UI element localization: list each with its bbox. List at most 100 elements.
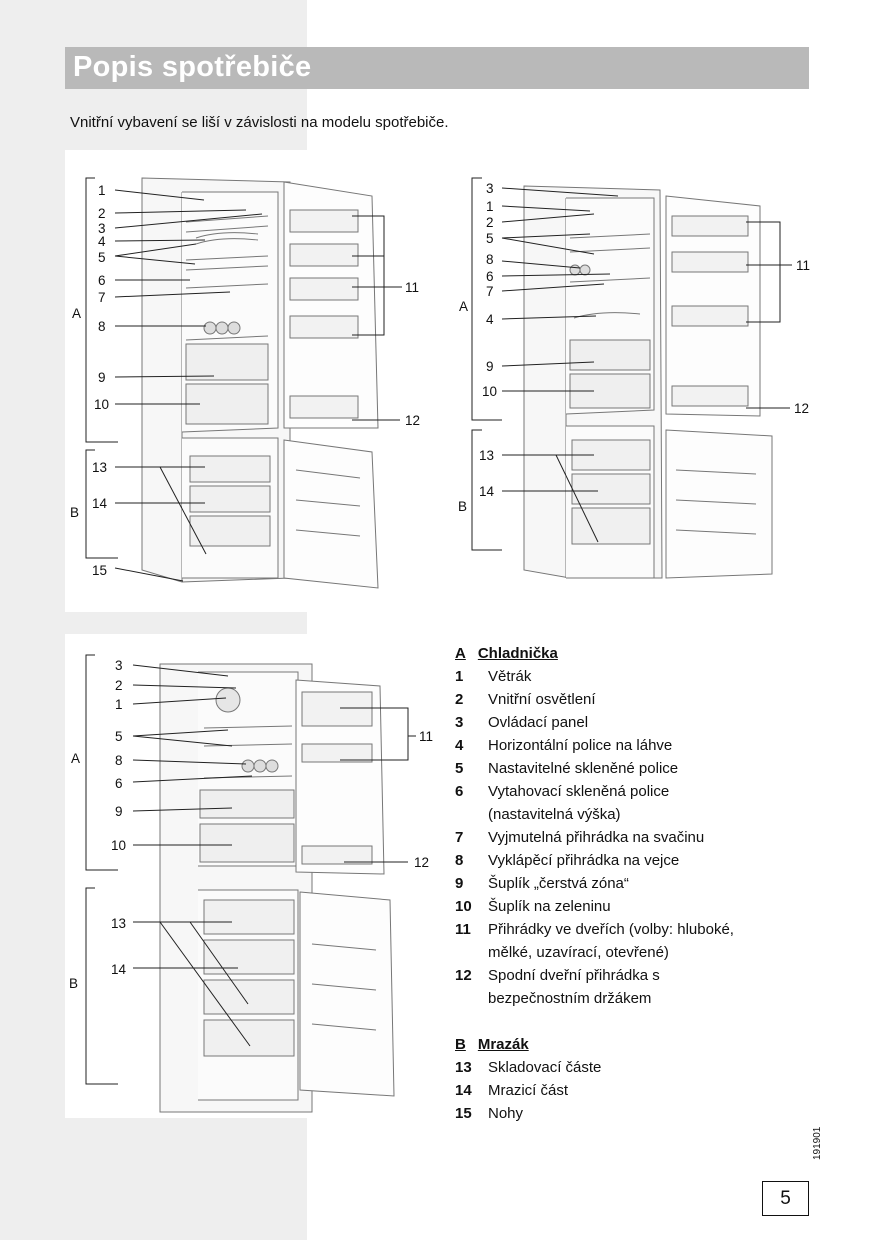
fridge-figure-2: [523, 185, 773, 579]
fig1-section-a: A: [72, 306, 81, 321]
legend-item-text: Větrák: [488, 665, 785, 688]
legend-item-line: Vytahovací skleněná police: [488, 783, 670, 800]
legend-item: 8 Vyklápěcí přihrádka na vejce: [455, 849, 785, 872]
fig2-label-2: 2: [486, 215, 494, 230]
legend-item-text: Nohy: [488, 1102, 785, 1125]
fig3-label-2: 2: [115, 678, 123, 693]
legend-item: 1 Větrák: [455, 665, 785, 688]
legend-item-text: Vyklápěcí přihrádka na vejce: [488, 849, 785, 872]
legend-item-number: 14: [455, 1082, 472, 1099]
legend-item-line: Nohy: [488, 1105, 524, 1122]
fig2-label-3: 3: [486, 181, 494, 196]
legend-item-number: 4: [455, 737, 464, 754]
fig3-label-8: 8: [115, 753, 123, 768]
fig2-label-1: 1: [486, 199, 494, 214]
legend-item-text: Vytahovací skleněná police (nastavitelná …: [488, 780, 785, 826]
legend-section-b-title: Mrazák: [477, 1036, 529, 1053]
legend-item: 15 Nohy: [455, 1102, 785, 1125]
fig2-label-4: 4: [486, 312, 494, 327]
legend-item: 3 Ovládací panel: [455, 711, 785, 734]
fig2-label-13: 13: [479, 448, 494, 463]
fig2-label-9: 9: [486, 359, 494, 374]
fig1-label-13: 13: [92, 460, 107, 475]
fig1-label-10: 10: [94, 397, 109, 412]
legend-item-number: 7: [455, 829, 464, 846]
legend-item-number: 13: [455, 1059, 472, 1076]
legend-item-number: 1: [455, 668, 464, 685]
legend-item-text: Ovládací panel: [488, 711, 785, 734]
legend-item-text: Vnitřní osvětlení: [488, 688, 785, 711]
legend-item-line: Větrák: [488, 668, 532, 685]
legend-item-text: Přihrádky ve dveřích (volby: hluboké, měl…: [488, 918, 785, 964]
fig3-label-5: 5: [115, 729, 123, 744]
legend-item-line-cont: bezpečnostním držákem: [488, 990, 652, 1007]
legend-item-text: Mrazicí část: [488, 1079, 785, 1102]
fridge-figure-1: [141, 177, 379, 589]
legend-item-number: 12: [455, 967, 472, 984]
legend-item: 2 Vnitřní osvětlení: [455, 688, 785, 711]
legend-item-line: Šuplík „čerstvá zóna“: [488, 875, 629, 892]
fig3-section-a: A: [71, 751, 80, 766]
legend-item-text: Spodní dveřní přihrádka s bezpečnostním d…: [488, 964, 785, 1010]
leader-lines: [85, 177, 792, 1085]
fig3-label-10: 10: [111, 838, 126, 853]
fig3-label-6: 6: [115, 776, 123, 791]
legend-item: 12 Spodní dveřní přihrádka s bezpečnostním…: [455, 964, 785, 1010]
fig1-label-7: 7: [98, 290, 106, 305]
fig2-label-12: 12: [794, 401, 809, 416]
legend-item: 6 Vytahovací skleněná police (nastavitelná…: [455, 780, 785, 826]
fig2-label-10: 10: [482, 384, 497, 399]
legend-item: 11 Přihrádky ve dveřích (volby: hluboké, m…: [455, 918, 785, 964]
fig1-label-3: 3: [98, 221, 106, 236]
fig3-label-13: 13: [111, 916, 126, 931]
legend-item-number: 15: [455, 1105, 472, 1122]
fig1-label-4: 4: [98, 234, 106, 249]
fig2-section-b: B: [458, 499, 467, 514]
legend-section-a-title: Chladnička: [477, 645, 558, 662]
fig2-section-a: A: [459, 299, 468, 314]
fig3-label-11: 11: [419, 729, 433, 744]
legend-item-line: Přihrádky ve dveřích (volby: hluboké,: [488, 921, 734, 938]
fig1-label-12: 12: [405, 413, 420, 428]
legend-item-line-cont: (nastavitelná výška): [488, 806, 621, 823]
fig2-label-7: 7: [486, 284, 494, 299]
fig1-label-6: 6: [98, 273, 106, 288]
legend-item-line: Spodní dveřní přihrádka s: [488, 967, 660, 984]
legend-item-number: 11: [455, 921, 471, 938]
fig3-label-3: 3: [115, 658, 123, 673]
fig2-label-5: 5: [486, 231, 494, 246]
legend-item-number: 2: [455, 691, 464, 708]
fig1-label-8: 8: [98, 319, 106, 334]
legend-item-text: Šuplík „čerstvá zóna“: [488, 872, 785, 895]
legend-section-b: B Mrazák: [455, 1033, 785, 1056]
fig1-label-5: 5: [98, 250, 106, 265]
legend-item: 14 Mrazicí část: [455, 1079, 785, 1102]
legend-item-line: Vnitřní osvětlení: [488, 691, 596, 708]
legend-item-line: Skladovací částe: [488, 1059, 602, 1076]
legend-item-text: Nastavitelné skleněné police: [488, 757, 785, 780]
legend-item-number: 8: [455, 852, 464, 869]
legend-item-line: Vyklápěcí přihrádka na vejce: [488, 852, 680, 869]
page-title: Popis spotřebiče: [73, 51, 312, 83]
legend-item-number: 3: [455, 714, 464, 731]
legend-item-number: 6: [455, 783, 464, 800]
legend-section-a-letter: A: [455, 645, 466, 662]
fig1-section-b: B: [70, 505, 79, 520]
title-bar: Popis spotřebiče: [65, 47, 809, 89]
legend-item-text: Skladovací částe: [488, 1056, 785, 1079]
document-code: 191901: [812, 1126, 823, 1160]
legend-item-text: Vyjmutelná přihrádka na svačinu: [488, 826, 785, 849]
legend-item: 13 Skladovací částe: [455, 1056, 785, 1079]
legend-item-line: Mrazicí část: [488, 1082, 569, 1099]
legend-item: 7 Vyjmutelná přihrádka na svačinu: [455, 826, 785, 849]
legend-item-line: Vyjmutelná přihrádka na svačinu: [488, 829, 705, 846]
fig1-label-15: 15: [92, 563, 107, 578]
legend-item-line-cont: mělké, uzavírací, otevřené): [488, 944, 669, 961]
legend-item-line: Nastavitelné skleněné police: [488, 760, 679, 777]
fig1-label-14: 14: [92, 496, 108, 511]
legend-section-b-letter: B: [455, 1036, 466, 1053]
